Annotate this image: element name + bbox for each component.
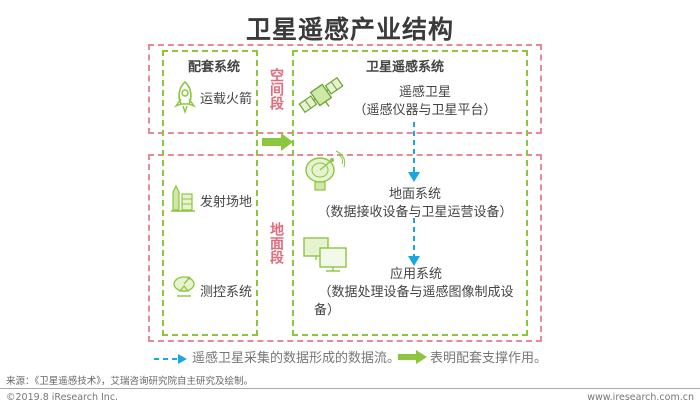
ground-system-title: 地面系统 <box>388 187 441 202</box>
data-flow-arrow-1 <box>407 122 421 188</box>
support-item-tracking: 测控系统 <box>200 285 253 300</box>
ground-segment-label: 地面段 <box>267 222 285 268</box>
ground-system-detail: （数据接收设备与卫星运营设备） <box>317 205 513 220</box>
satellite-icon <box>296 72 346 122</box>
legend-dashed-arrow-label: 遥感卫星采集的数据形成的数据流。 <box>192 351 401 366</box>
source-note: 来源：《卫星遥感技术》，艾瑞咨询研究院自主研究及绘制。 <box>6 376 254 387</box>
application-title: 应用系统 <box>389 267 442 282</box>
page-title: 卫星遥感产业结构 <box>245 15 454 44</box>
support-system-box <box>162 50 258 336</box>
legend-green-arrow-icon <box>398 349 428 368</box>
remote-sensing-system-box <box>292 50 528 336</box>
support-system-title: 配套系统 <box>188 60 241 75</box>
tracking-dish-icon <box>170 272 198 304</box>
application-system-text: 应用系统 （数据处理设备与遥感图像制成设 备） <box>312 266 520 320</box>
ground-segment-box <box>148 154 542 342</box>
rocket-icon <box>170 80 200 118</box>
footer-divider <box>0 388 700 389</box>
legend-green-arrow-label: 表明配套支撑作用。 <box>430 351 548 366</box>
data-flow-arrow-2 <box>407 218 421 272</box>
legend-dashed-arrow-icon <box>154 350 188 369</box>
satellite-detail: （遥感仪器与卫星平台） <box>353 103 497 118</box>
ground-dish-icon <box>298 150 348 198</box>
space-segment-label: 空间段 <box>267 68 285 114</box>
support-arrow <box>262 133 294 155</box>
application-detail-cont: 备） <box>314 303 341 318</box>
launch-site-icon <box>170 182 196 218</box>
support-item-launch-site: 发射场地 <box>200 195 253 210</box>
footer-website: www.iresearch.com.cn <box>587 392 694 403</box>
ground-system-text: 地面系统 （数据接收设备与卫星运营设备） <box>310 186 520 222</box>
footer-copyright: ©2019.8 iResearch Inc. <box>6 392 119 403</box>
remote-satellite-text: 遥感卫星 （遥感仪器与卫星平台） <box>340 84 510 120</box>
application-detail: （数据处理设备与遥感图像制成设 <box>318 285 514 300</box>
support-item-rocket: 运载火箭 <box>200 92 253 107</box>
satellite-title: 遥感卫星 <box>398 85 451 100</box>
remote-sensing-system-title: 卫星遥感系统 <box>366 60 445 75</box>
computer-icon <box>302 236 350 278</box>
space-segment-box <box>148 44 542 134</box>
